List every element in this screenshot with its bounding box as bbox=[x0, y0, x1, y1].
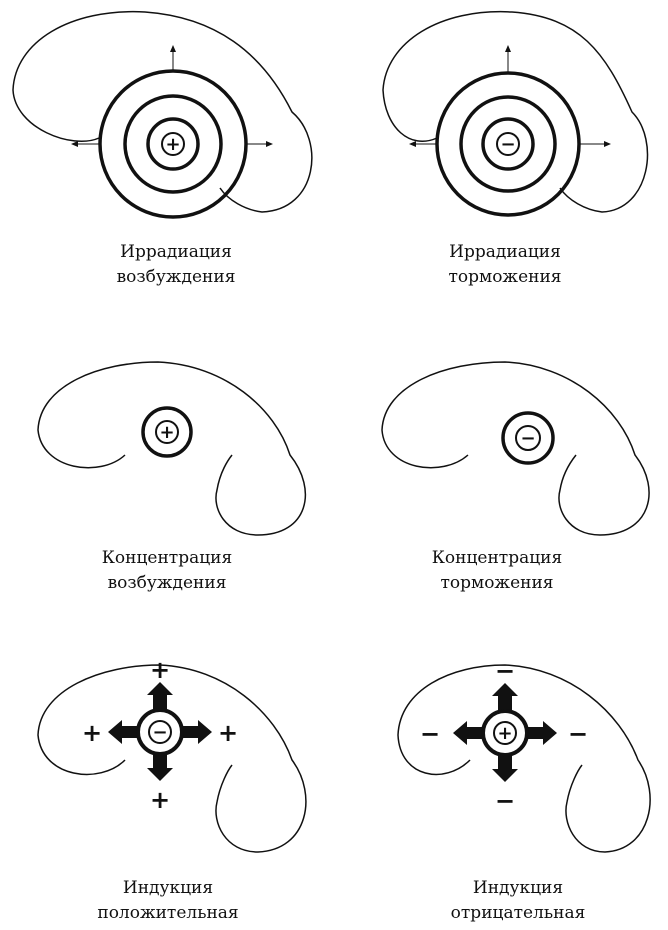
caption-line-1: Индукция bbox=[472, 878, 564, 898]
panel-induction-negative: + − − − − bbox=[397, 657, 651, 853]
caption-concentration-excitation: Концентрация возбуждения bbox=[57, 546, 277, 596]
center-ring bbox=[155, 420, 179, 444]
panel-concentration-inhibition: − bbox=[381, 361, 650, 536]
center-sign: + bbox=[497, 723, 512, 744]
middle-ring bbox=[459, 95, 557, 193]
arrow-left-thick bbox=[453, 721, 482, 745]
outer-sign-left: − bbox=[420, 720, 440, 748]
arrow-up-thick bbox=[147, 682, 173, 710]
brain-outline bbox=[37, 361, 307, 536]
outer-sign-top: + bbox=[150, 656, 170, 684]
arrow-down-thick bbox=[147, 754, 173, 781]
caption-line-1: Концентрация bbox=[431, 548, 563, 568]
panel-induction-positive: − + + + + bbox=[37, 656, 307, 853]
caption-induction-positive: Индукция положительная bbox=[58, 876, 278, 926]
brain-outline bbox=[382, 10, 649, 213]
caption-line-1: Иррадиация bbox=[120, 242, 232, 262]
caption-line-1: Индукция bbox=[122, 878, 214, 898]
center-sign: + bbox=[159, 422, 174, 443]
panel-irradiation-excitation: + bbox=[12, 10, 313, 219]
panel-irradiation-inhibition: − bbox=[382, 10, 649, 217]
center-ring bbox=[493, 721, 517, 745]
panel-concentration-excitation: + bbox=[37, 361, 307, 536]
brain-outline bbox=[397, 664, 651, 853]
center-sign: − bbox=[152, 722, 167, 743]
caption-line-1: Иррадиация bbox=[449, 242, 561, 262]
brain-outline bbox=[37, 664, 307, 853]
center-ring bbox=[148, 720, 172, 744]
caption-line-2: возбуждения bbox=[107, 573, 227, 593]
outer-sign-right: + bbox=[218, 719, 238, 747]
center-sign: − bbox=[500, 134, 515, 155]
middle-ring bbox=[123, 94, 223, 194]
outer-sign-left: + bbox=[82, 719, 102, 747]
outer-sign-bottom: + bbox=[150, 786, 170, 814]
caption-concentration-inhibition: Концентрация торможения bbox=[387, 546, 607, 596]
inner-ring bbox=[481, 117, 535, 171]
caption-irradiation-excitation: Иррадиация возбуждения bbox=[66, 240, 286, 290]
caption-line-2: положительная bbox=[97, 903, 239, 923]
outer-ring bbox=[501, 411, 555, 465]
outer-ring bbox=[141, 406, 193, 458]
caption-line-2: возбуждения bbox=[116, 267, 236, 287]
brain-outline bbox=[381, 361, 650, 536]
center-sign: + bbox=[165, 134, 180, 155]
caption-irradiation-inhibition: Иррадиация торможения bbox=[395, 240, 615, 290]
outer-sign-bottom: − bbox=[495, 787, 515, 815]
center-ring bbox=[515, 425, 541, 451]
caption-line-2: торможения bbox=[448, 267, 562, 287]
caption-induction-negative: Индукция отрицательная bbox=[408, 876, 628, 926]
arrow-left-thick bbox=[108, 720, 137, 744]
outer-sign-top: − bbox=[495, 657, 515, 685]
caption-line-2: торможения bbox=[440, 573, 554, 593]
caption-line-1: Концентрация bbox=[101, 548, 233, 568]
center-sign: − bbox=[520, 428, 535, 449]
caption-line-2: отрицательная bbox=[450, 903, 586, 923]
inner-ring bbox=[146, 117, 200, 171]
arrow-down-thick bbox=[492, 755, 518, 782]
center-ring bbox=[496, 132, 520, 156]
arrow-right-thick bbox=[183, 720, 212, 744]
outer-sign-right: − bbox=[568, 720, 588, 748]
arrow-up-thick bbox=[492, 683, 518, 711]
brain-outline bbox=[12, 10, 313, 213]
arrow-right-thick bbox=[528, 721, 557, 745]
center-ring bbox=[161, 132, 185, 156]
